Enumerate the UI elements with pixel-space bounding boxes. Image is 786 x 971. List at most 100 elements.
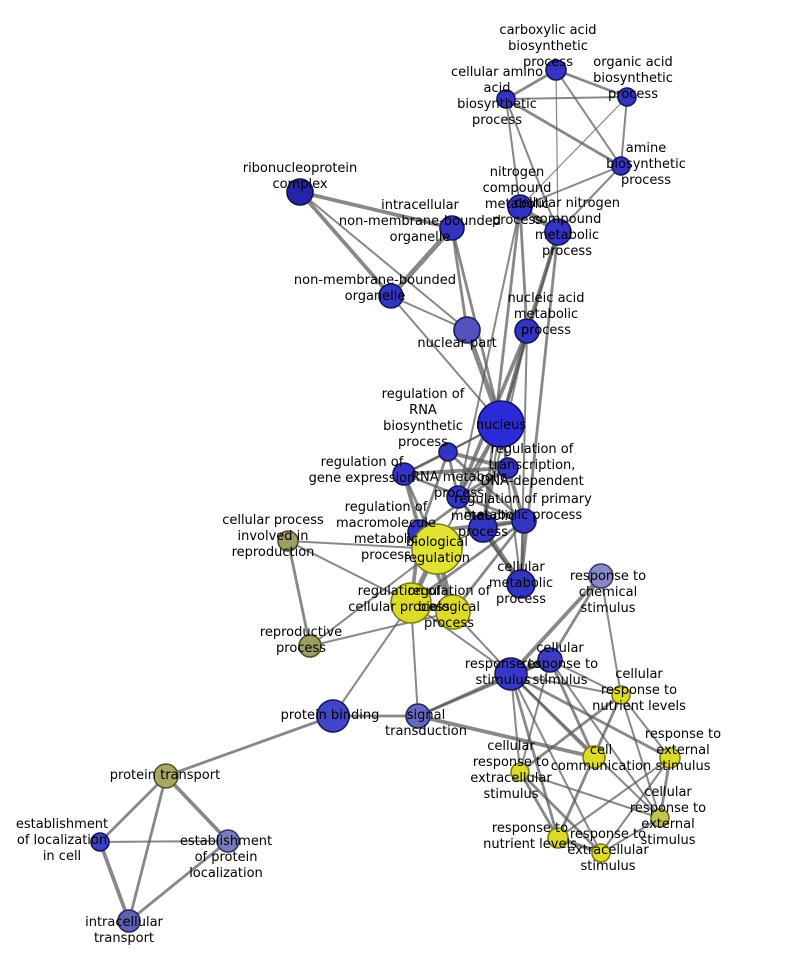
node-ribo[interactable] [286,178,314,206]
edge-intranmb-nmborg [388,225,455,299]
edge-intranmb-nucpart [450,226,469,332]
edge-crnutrient-crexternal [620,694,661,819]
node-crexternal[interactable] [650,808,670,828]
node-cpir[interactable] [277,530,299,552]
edge-ribo-nmborg [298,190,393,298]
edge-estloc-intratrans [98,840,131,923]
edge-amine-nitrogen [519,165,622,208]
edge-regrna-regprim [446,450,526,523]
node-regcell[interactable] [390,582,432,624]
node-intratrans[interactable] [117,909,141,933]
edge-amine-cellnitro [557,165,622,233]
node-estloc[interactable] [90,832,110,852]
edge-carbox-amine [555,69,622,167]
node-nucleic[interactable] [514,318,540,344]
edge-respextracell-crextracell [518,770,603,855]
edge-cellresp-signal [416,658,552,718]
node-cellmet[interactable] [506,569,536,599]
edge-respstim-crexternal [510,673,661,819]
node-regbio[interactable] [435,594,471,630]
edge-crnutrient-crextracell [518,693,623,774]
node-respext[interactable] [659,747,681,769]
node-estprot[interactable] [216,829,240,853]
edge-cellresp-crexternal [549,659,661,819]
node-nucleus[interactable] [477,400,525,448]
node-crnutrient[interactable] [611,685,631,705]
edge-organic-nitrogen [519,96,628,208]
node-label-protbind: protein binding [281,708,380,723]
node-regtrans[interactable] [497,457,519,479]
edge-nucleus-cellmet [500,423,522,585]
node-carbox[interactable] [545,59,567,81]
node-metproc[interactable] [468,513,498,543]
node-cellamino[interactable] [496,89,516,109]
edge-estloc-estprot [99,840,229,843]
node-nucpart[interactable] [453,316,481,344]
node-cellresp[interactable] [537,647,563,673]
edge-respchem-respstim [509,574,603,676]
node-repro[interactable] [298,634,322,658]
edge-bioreg-repro [309,548,438,647]
node-signal[interactable] [405,703,431,729]
node-rnamet[interactable] [446,485,470,509]
node-respextracell[interactable] [591,843,611,863]
node-prottrans[interactable] [153,763,179,789]
edge-regprim-regcell [409,519,526,605]
node-protbind[interactable] [316,699,350,733]
node-amine[interactable] [611,156,631,176]
node-cellcomm[interactable] [582,745,606,769]
node-crextracell[interactable] [510,762,530,782]
edge-repro-regbio [309,611,454,647]
edge-nitrogen-metproc [481,205,522,530]
node-respstim[interactable] [494,657,528,691]
node-organic[interactable] [617,87,637,107]
edge-respext-respnutr [557,757,671,839]
edge-ribo-nucpart [299,191,468,331]
edge-prottrans-estprot [164,774,230,843]
node-respchem[interactable] [588,563,614,589]
node-respnutr[interactable] [547,827,569,849]
edge-respchem-crnutrient [600,575,622,696]
edge-cellresp-crextracell [519,659,551,773]
edge-respnutr-crextracell [518,770,560,840]
node-label-prottrans: protein transport [110,768,220,783]
node-intranmb[interactable] [439,215,465,241]
node-regprim[interactable] [511,508,537,534]
edge-protbind-regcell [332,602,412,717]
edge-carbox-cellnitro [555,69,559,233]
node-regrna[interactable] [438,442,458,462]
node-nmborg[interactable] [378,283,404,309]
edge-nmborg-nucleus [390,295,502,425]
node-reggene[interactable] [392,462,416,486]
node-bioreg[interactable] [411,523,463,575]
edge-prottrans-estloc [98,774,168,844]
edge-respext-respextracell [600,757,671,854]
edge-nitrogen-nucleic [518,205,529,333]
edge-regcell-cpir [287,540,412,604]
edge-respchem-cellresp [548,574,603,662]
node-nitrogen[interactable] [507,194,533,220]
node-cellnitro[interactable] [544,218,572,246]
